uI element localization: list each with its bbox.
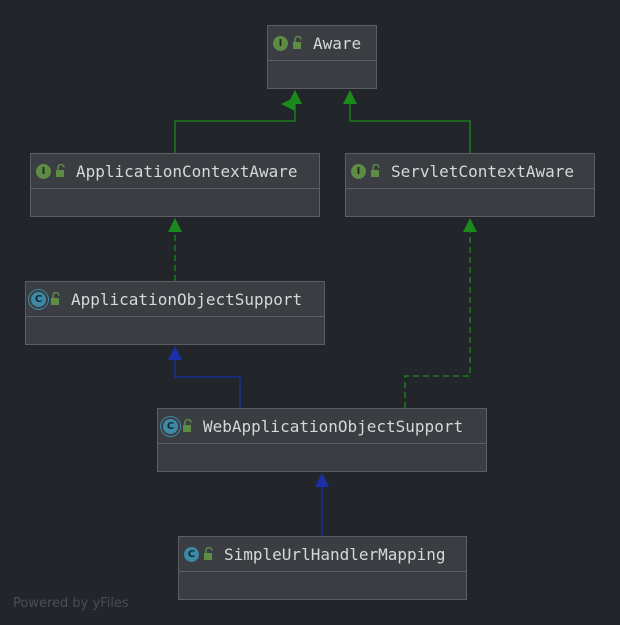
node-body xyxy=(346,189,594,215)
node-header: C WebApplicationObjectSupport xyxy=(158,409,486,444)
interface-icon: I xyxy=(36,163,51,179)
node-header: C SimpleUrlHandlerMapping xyxy=(179,537,466,572)
abstract-class-icon: C xyxy=(163,418,178,434)
edge-webapplicationobjectsupport-to-servletcontextaware xyxy=(404,232,471,408)
class-name: ApplicationContextAware xyxy=(76,161,298,181)
abstract-class-icon: C xyxy=(31,291,46,307)
node-body xyxy=(26,317,324,343)
class-name: Aware xyxy=(313,33,362,53)
interface-icon: I xyxy=(273,35,288,51)
arrowhead xyxy=(288,90,302,104)
unlocked-icon xyxy=(56,164,65,177)
class-name: ApplicationObjectSupport xyxy=(71,289,303,309)
node-body xyxy=(179,572,466,598)
arrowhead xyxy=(315,473,329,487)
node-body xyxy=(31,189,319,215)
arrowhead xyxy=(168,346,182,360)
arrowhead xyxy=(463,218,477,232)
edge-webapplicationobjectsupport-to-applicationobjectsupport xyxy=(174,360,241,408)
node-header: I ApplicationContextAware xyxy=(31,154,319,189)
node-header: C ApplicationObjectSupport xyxy=(26,282,324,317)
unlocked-icon xyxy=(204,547,213,560)
class-name: SimpleUrlHandlerMapping xyxy=(224,544,446,564)
class-name: WebApplicationObjectSupport xyxy=(203,416,464,436)
class-icon: C xyxy=(184,546,199,562)
unlocked-icon xyxy=(51,292,60,305)
unlocked-icon xyxy=(293,36,302,49)
class-name: ServletContextAware xyxy=(391,161,575,181)
powered-by-label: Powered by yFiles xyxy=(13,596,129,611)
node-applicationobjectsupport[interactable]: C ApplicationObjectSupport xyxy=(25,281,325,345)
node-servletcontextaware[interactable]: I ServletContextAware xyxy=(345,153,595,217)
edge-applicationcontextaware-to-aware xyxy=(174,97,296,153)
node-header: I Aware xyxy=(268,26,376,61)
node-body xyxy=(268,61,376,87)
node-webapplicationobjectsupport[interactable]: C WebApplicationObjectSupport xyxy=(157,408,487,472)
arrowhead xyxy=(168,218,182,232)
edge-servletcontextaware-to-aware xyxy=(349,104,471,153)
node-aware[interactable]: I Aware xyxy=(267,25,377,89)
unlocked-icon xyxy=(183,419,192,432)
interface-icon: I xyxy=(351,163,366,179)
unlocked-icon xyxy=(371,164,380,177)
arrowhead xyxy=(343,90,357,104)
node-body xyxy=(158,444,486,470)
node-header: I ServletContextAware xyxy=(346,154,594,189)
node-applicationcontextaware[interactable]: I ApplicationContextAware xyxy=(30,153,320,217)
node-simpleurlhandlermapping[interactable]: C SimpleUrlHandlerMapping xyxy=(178,536,467,600)
